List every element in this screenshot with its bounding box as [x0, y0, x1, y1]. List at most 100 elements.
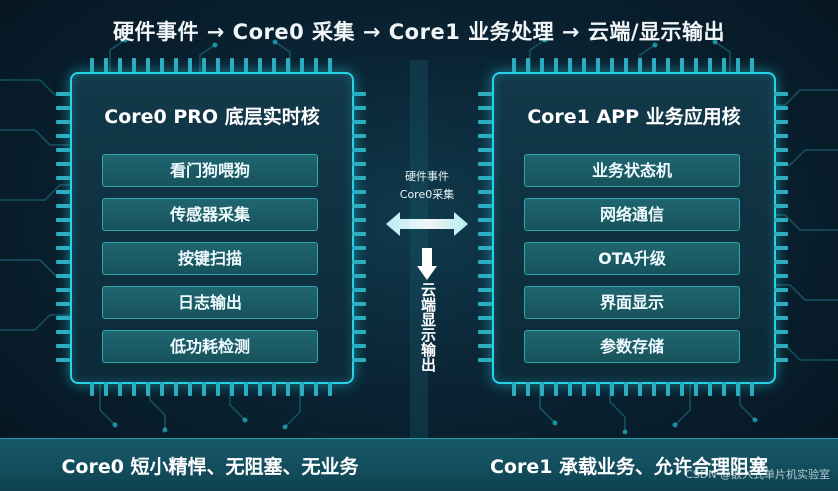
chip-pin: [352, 106, 366, 110]
chip-pin: [582, 58, 586, 72]
chip-pin: [56, 246, 70, 250]
chip-pin: [774, 176, 788, 180]
chip-pin: [610, 58, 614, 72]
event-label-line1: 硬件事件: [405, 170, 449, 183]
chip-pin: [512, 58, 516, 72]
chip-pin: [774, 218, 788, 222]
chip-pin: [314, 382, 318, 396]
task-display: 界面显示: [524, 286, 740, 319]
chip-pin: [652, 382, 656, 396]
chip-pin: [300, 382, 304, 396]
chip-pin: [478, 148, 492, 152]
chip-pin: [680, 382, 684, 396]
chip-pin: [774, 330, 788, 334]
chip-pin: [132, 382, 136, 396]
chip-pin: [160, 58, 164, 72]
chip-pin: [56, 260, 70, 264]
chip-pin: [56, 162, 70, 166]
chip-pin: [774, 162, 788, 166]
chip-pin: [708, 58, 712, 72]
chip-pin: [694, 58, 698, 72]
chip-pin: [132, 58, 136, 72]
chip-pin: [146, 58, 150, 72]
task-key-scan: 按键扫描: [102, 242, 318, 275]
chip-pin: [352, 358, 366, 362]
chip-pin: [56, 120, 70, 124]
chip-pin: [272, 382, 276, 396]
chip-pin: [352, 302, 366, 306]
chip-pin: [774, 92, 788, 96]
chip-pin: [568, 58, 572, 72]
chip-pin: [722, 58, 726, 72]
chip-pin: [56, 316, 70, 320]
chip-pin: [774, 120, 788, 124]
chip-pin: [352, 218, 366, 222]
chip-pin: [216, 58, 220, 72]
chip-pin: [774, 260, 788, 264]
footer-core1-summary: Core1 承载业务、允许合理阻塞: [489, 456, 769, 478]
chip-pin: [624, 58, 628, 72]
chip-pin: [774, 302, 788, 306]
chip-pin: [244, 58, 248, 72]
task-sensor: 传感器采集: [102, 198, 318, 231]
chip-pin: [286, 382, 290, 396]
chip-pin: [478, 106, 492, 110]
chip-pin: [478, 344, 492, 348]
chip-pin: [478, 260, 492, 264]
chip-pin: [56, 274, 70, 278]
chip-pin: [352, 246, 366, 250]
chip-pin: [774, 148, 788, 152]
task-watchdog: 看门狗喂狗: [102, 154, 318, 187]
chip-pin: [352, 316, 366, 320]
chip-pin: [478, 134, 492, 138]
chip-pin: [582, 382, 586, 396]
chip-pin: [750, 382, 754, 396]
chip-pin: [568, 382, 572, 396]
chip-pin: [624, 382, 628, 396]
chip-pin: [478, 330, 492, 334]
chip-pin: [774, 316, 788, 320]
chip-pin: [90, 58, 94, 72]
chip-pin: [56, 288, 70, 292]
chip-pin: [666, 58, 670, 72]
watermark: CSDN @嵌入式单片机实验室: [685, 468, 830, 481]
chip-pin: [258, 382, 262, 396]
task-low-power: 低功耗检测: [102, 330, 318, 363]
chip-pin: [56, 344, 70, 348]
chip-pin: [352, 330, 366, 334]
chip-pin: [230, 58, 234, 72]
chip-pin: [540, 382, 544, 396]
chip-pin: [478, 162, 492, 166]
chip-pin: [174, 382, 178, 396]
chip-pin: [118, 382, 122, 396]
chip-pin: [352, 232, 366, 236]
chip-pin: [774, 106, 788, 110]
flow-arrows: [386, 212, 468, 280]
chip-pin: [56, 218, 70, 222]
chip-pin: [328, 58, 332, 72]
chip-pin: [774, 358, 788, 362]
core1-task-list: 业务状态机 网络通信 OTA升级 界面显示 参数存储: [524, 154, 740, 374]
chip-pin: [56, 232, 70, 236]
chip-pin: [352, 204, 366, 208]
chip-pin: [596, 382, 600, 396]
chip-pin: [478, 358, 492, 362]
chip-pin: [118, 58, 122, 72]
chip-pin: [352, 176, 366, 180]
chip-pin: [478, 218, 492, 222]
chip-pin: [56, 134, 70, 138]
chip-pin: [610, 382, 614, 396]
chip-pin: [352, 134, 366, 138]
chip-pin: [680, 58, 684, 72]
flow-title: 硬件事件 → Core0 采集 → Core1 业务处理 → 云端/显示输出: [112, 20, 726, 44]
chip-pin: [352, 120, 366, 124]
chip-pin: [478, 302, 492, 306]
chip-pin: [216, 382, 220, 396]
event-label: 硬件事件 Core0采集: [396, 168, 458, 204]
chip-pin: [526, 58, 530, 72]
chip-pin: [554, 58, 558, 72]
chip-pin: [286, 58, 290, 72]
chip-pin: [478, 316, 492, 320]
chip-pin: [230, 382, 234, 396]
